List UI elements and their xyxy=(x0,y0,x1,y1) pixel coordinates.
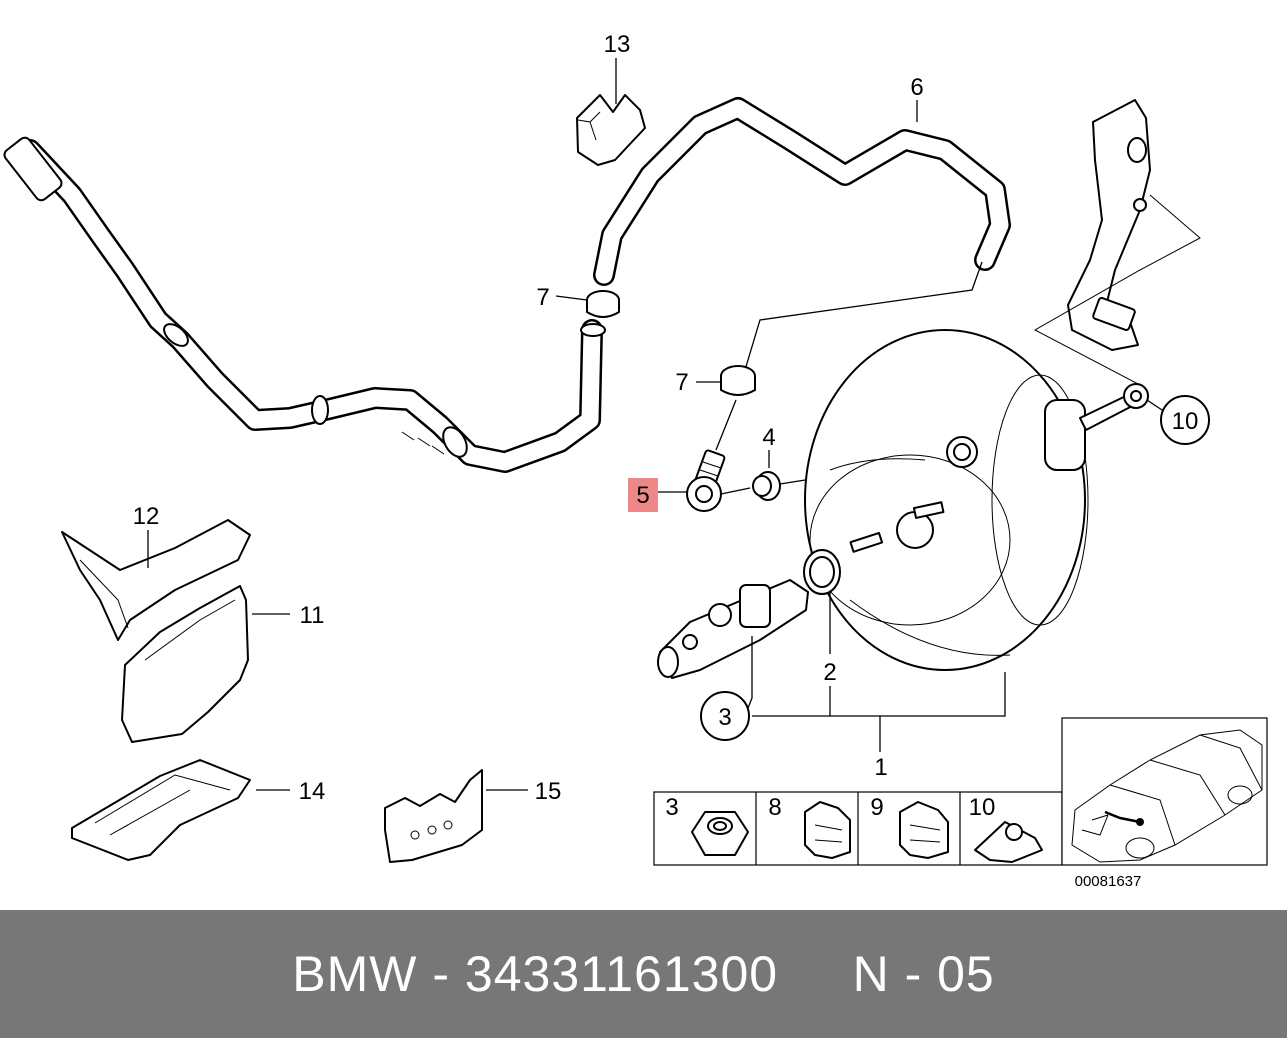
callout-7-lower: 7 xyxy=(675,369,688,396)
parts-table-cell-8: 8 xyxy=(768,794,851,859)
brake-booster-1 xyxy=(752,329,1163,752)
vacuum-pipe-long xyxy=(3,136,606,473)
footer-position: N - 05 xyxy=(852,946,995,1002)
footer-bar: BMW - 34331161300 N - 05 xyxy=(0,910,1287,1038)
vacuum-hose-6 xyxy=(593,97,1011,371)
parts-table-label: 3 xyxy=(665,794,678,821)
callout-10: 10 xyxy=(1172,408,1199,435)
callout-13: 13 xyxy=(604,31,631,58)
hose-clamp-7-upper xyxy=(555,290,620,318)
callout-6: 6 xyxy=(910,74,923,101)
footer-caption: BMW - 34331161300 N - 05 xyxy=(292,946,995,1002)
callout-5: 5 xyxy=(636,482,649,509)
brake-pedal-bracket xyxy=(1033,99,1201,386)
callout-circle-3 xyxy=(700,691,750,741)
bracket-13 xyxy=(576,58,646,166)
grommet-clip-icon xyxy=(899,801,949,859)
highlight-box-5 xyxy=(628,478,658,512)
footer-part-number: 34331161300 xyxy=(464,946,779,1002)
parts-table-label: 9 xyxy=(870,794,883,821)
footer-brand: BMW xyxy=(292,946,418,1002)
grommet-clip-icon xyxy=(804,801,851,859)
parts-diagram: 13 6 7 7 4 5 10 2 3 1 12 11 14 15 3 8 xyxy=(3,31,1268,890)
callout-14: 14 xyxy=(299,778,326,805)
diagram-reference-number: 00081637 xyxy=(1075,873,1142,890)
callout-3: 3 xyxy=(718,704,731,731)
parts-table: 3 8 9 10 xyxy=(653,791,1063,866)
connector-block-14 xyxy=(71,759,290,861)
parts-table-label: 8 xyxy=(768,794,781,821)
callout-4: 4 xyxy=(762,424,775,451)
o-ring-2 xyxy=(803,549,841,654)
callout-2: 2 xyxy=(823,659,836,686)
parts-table-cell-3: 3 xyxy=(665,794,749,856)
hose-clamp-7-lower xyxy=(696,365,756,451)
callout-15: 15 xyxy=(535,778,562,805)
car-location-icon xyxy=(1061,717,1268,866)
parts-table-cell-10: 10 xyxy=(969,794,1043,863)
grommet-4 xyxy=(752,450,951,501)
callout-11: 11 xyxy=(300,602,325,629)
master-cylinder xyxy=(657,579,809,709)
hex-nut-icon xyxy=(691,811,749,856)
callout-1: 1 xyxy=(874,754,887,781)
parts-table-cell-9: 9 xyxy=(870,794,949,859)
cover-11 xyxy=(121,585,290,743)
elbow-connector-5 xyxy=(657,449,751,512)
callout-7-upper: 7 xyxy=(536,284,549,311)
callout-12: 12 xyxy=(133,503,160,530)
cover-12 xyxy=(61,519,251,641)
spring-nut-clip-icon xyxy=(974,821,1043,863)
callout-circle-10 xyxy=(1160,395,1210,445)
parts-table-label: 10 xyxy=(969,794,996,821)
clip-15 xyxy=(384,769,528,863)
